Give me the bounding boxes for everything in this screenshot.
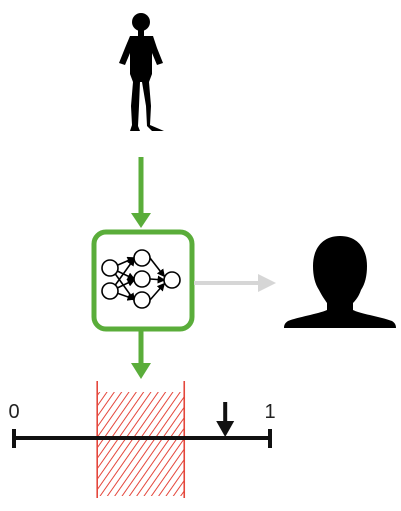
neural-network-icon — [101, 249, 181, 309]
input-arrow — [131, 157, 151, 228]
axis-max-label: 1 — [264, 401, 275, 423]
uncertainty-interval — [97, 392, 185, 496]
axis-min-label: 0 — [8, 401, 19, 423]
score-marker-arrow — [216, 402, 235, 437]
prediction-arrow — [131, 331, 151, 379]
output-arrow — [194, 274, 276, 292]
standing-person-icon — [119, 13, 164, 131]
head-silhouette-icon — [284, 236, 396, 328]
score-scale: 0 1 — [8, 381, 276, 498]
